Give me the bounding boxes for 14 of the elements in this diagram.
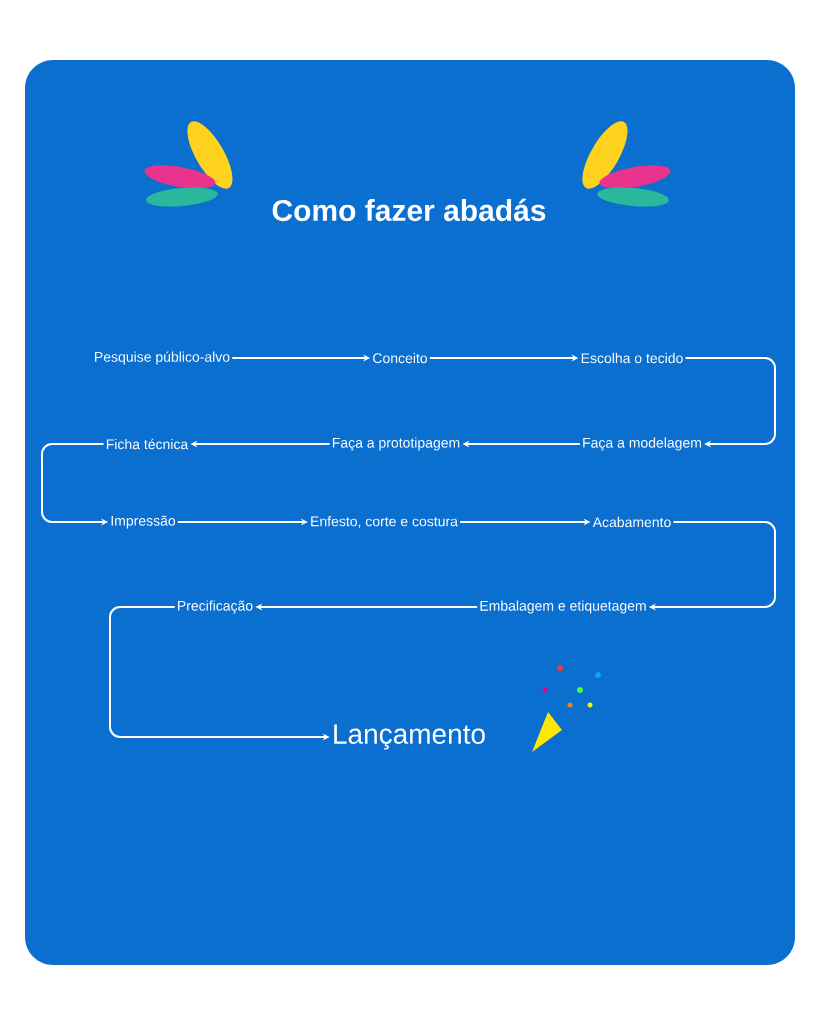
step-label: Faça a modelagem <box>583 437 701 451</box>
step-label: Impressão <box>111 515 176 529</box>
step-label: Pesquise público-alvo <box>95 351 230 365</box>
step-label: Escolha o tecido <box>581 352 683 364</box>
step-label: Faça a prototipagem <box>332 437 460 451</box>
step-label: Embalagem e etiquetagem <box>480 600 646 614</box>
step-label: Lançamento <box>334 724 485 750</box>
title: Como fazer abadás <box>272 198 546 222</box>
arrow <box>684 357 776 448</box>
step-label: Ficha técnica <box>106 438 189 450</box>
step-label: Conceito <box>373 352 428 364</box>
step-label: Acabamento <box>592 516 671 528</box>
step-label: Precificação <box>178 600 253 614</box>
step-label: Enfesto, corte e costura <box>311 516 458 528</box>
